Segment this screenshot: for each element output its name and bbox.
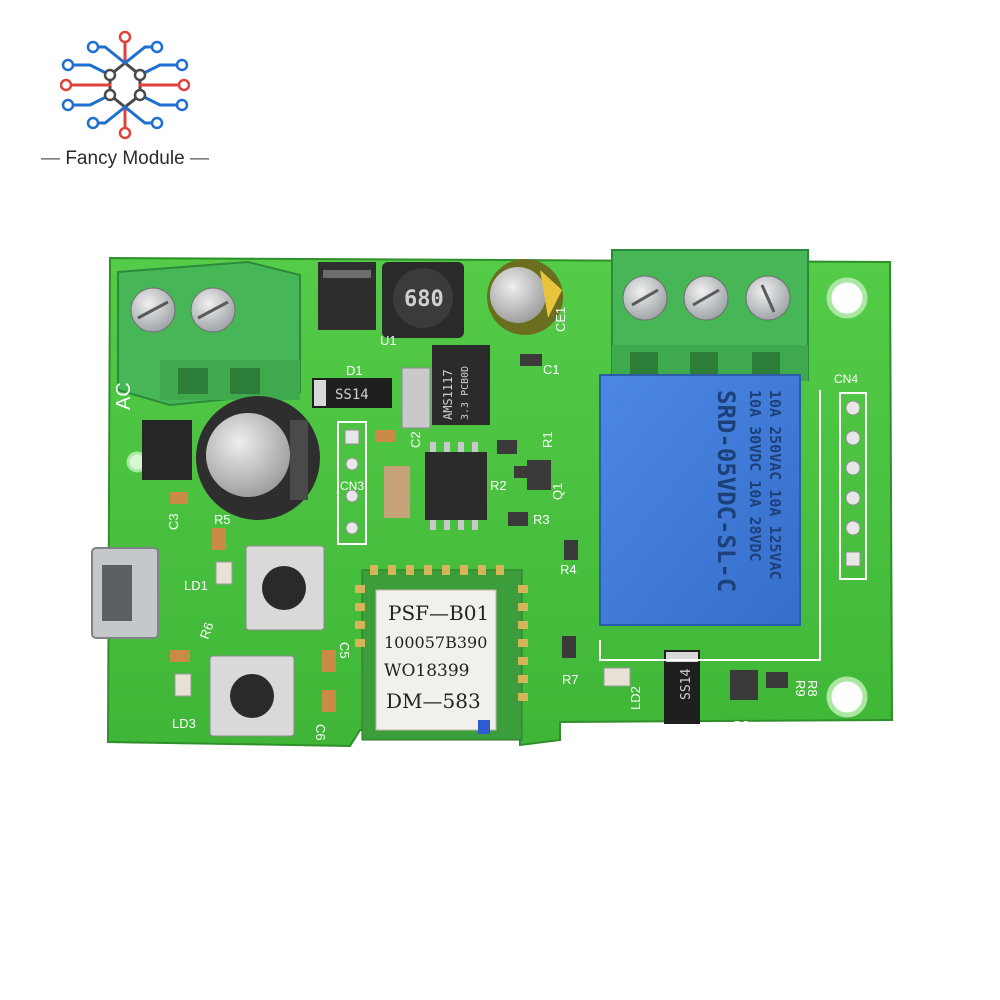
- label-c6: C6: [313, 724, 328, 741]
- label-r6: R6: [197, 620, 217, 641]
- diode-d1: SS14: [312, 378, 392, 408]
- wifi-module-line1: PSF—B01: [388, 601, 489, 625]
- label-r9: R9: [793, 680, 808, 697]
- push-button-top: [245, 545, 325, 631]
- label-ce1: CE1: [553, 307, 568, 332]
- label-cn4: CN4: [834, 372, 858, 386]
- brand-name: — Fancy Module —: [41, 148, 209, 169]
- regulator: AMS1117 3.3 PCB0D: [401, 345, 490, 429]
- ic-top: [318, 262, 376, 330]
- diode-ld2: SS14: [664, 650, 700, 724]
- relay-rating-1: 10A 250VAC 10A 125VAC: [766, 390, 784, 580]
- wifi-module-line2: 100057B390: [384, 633, 487, 652]
- label-ac: AC: [113, 382, 135, 410]
- label-r7: R7: [562, 672, 579, 687]
- label-c5: C5: [337, 642, 352, 659]
- regulator-sub: 3.3 PCB0D: [460, 366, 471, 420]
- label-r1: R1: [540, 431, 555, 448]
- capacitor-ce1: [487, 259, 563, 335]
- wifi-module-line4: DM—583: [386, 689, 481, 713]
- capacitor-main: [196, 396, 320, 520]
- ac-terminal-block: [117, 260, 301, 407]
- diode-d1-label: SS14: [335, 387, 369, 403]
- label-r2: R2: [490, 478, 507, 493]
- led-ld2: [603, 667, 631, 687]
- ic-middle: [425, 442, 487, 530]
- circuit-node-icon: [60, 30, 190, 140]
- led-ld1: [215, 561, 233, 585]
- label-ld1: LD1: [184, 578, 208, 593]
- cn4-pins: [845, 400, 861, 567]
- label-c2: C2: [408, 431, 423, 448]
- regulator-label: AMS1117: [441, 369, 455, 420]
- mount-hole: [826, 277, 868, 319]
- wifi-module: PSF—B01 100057B390 WO18399 DM—583: [355, 565, 528, 741]
- relay-terminal-block: [611, 249, 809, 381]
- relay-model: SRD-05VDC-SL-C: [712, 390, 740, 592]
- label-r8: R8: [805, 680, 820, 697]
- brand-label: Fancy Module: [65, 148, 185, 169]
- label-u1: U1: [380, 333, 397, 348]
- label-q1: Q1: [550, 483, 565, 500]
- micro-usb-port: [91, 547, 159, 639]
- mount-hole: [826, 676, 868, 718]
- label-r3: R3: [533, 512, 550, 527]
- label-d1: D1: [346, 363, 363, 378]
- label-c3: C3: [166, 513, 181, 530]
- label-q2: Q2: [732, 718, 749, 733]
- label-ld2: LD2: [628, 686, 643, 710]
- relay: 10A 250VAC 10A 125VAC 10A 30VDC 10A 28VD…: [599, 374, 801, 626]
- wifi-module-line3: WO18399: [384, 661, 470, 681]
- led-ld3: [174, 673, 192, 697]
- push-button-bottom: [209, 655, 295, 737]
- label-ld3: LD3: [172, 716, 196, 731]
- inductor-value: 680: [404, 287, 444, 312]
- label-cn3: CN3: [340, 479, 364, 493]
- ic-left: [142, 420, 192, 480]
- cn3-pins: [344, 429, 360, 535]
- inductor: 680: [382, 262, 464, 338]
- label-r4: R4: [560, 562, 577, 577]
- relay-rating-2: 10A 30VDC 10A 28VDC: [746, 390, 764, 562]
- label-c1: C1: [543, 362, 560, 377]
- diode-ld2-label: SS14: [679, 669, 694, 700]
- label-r5: R5: [214, 512, 231, 527]
